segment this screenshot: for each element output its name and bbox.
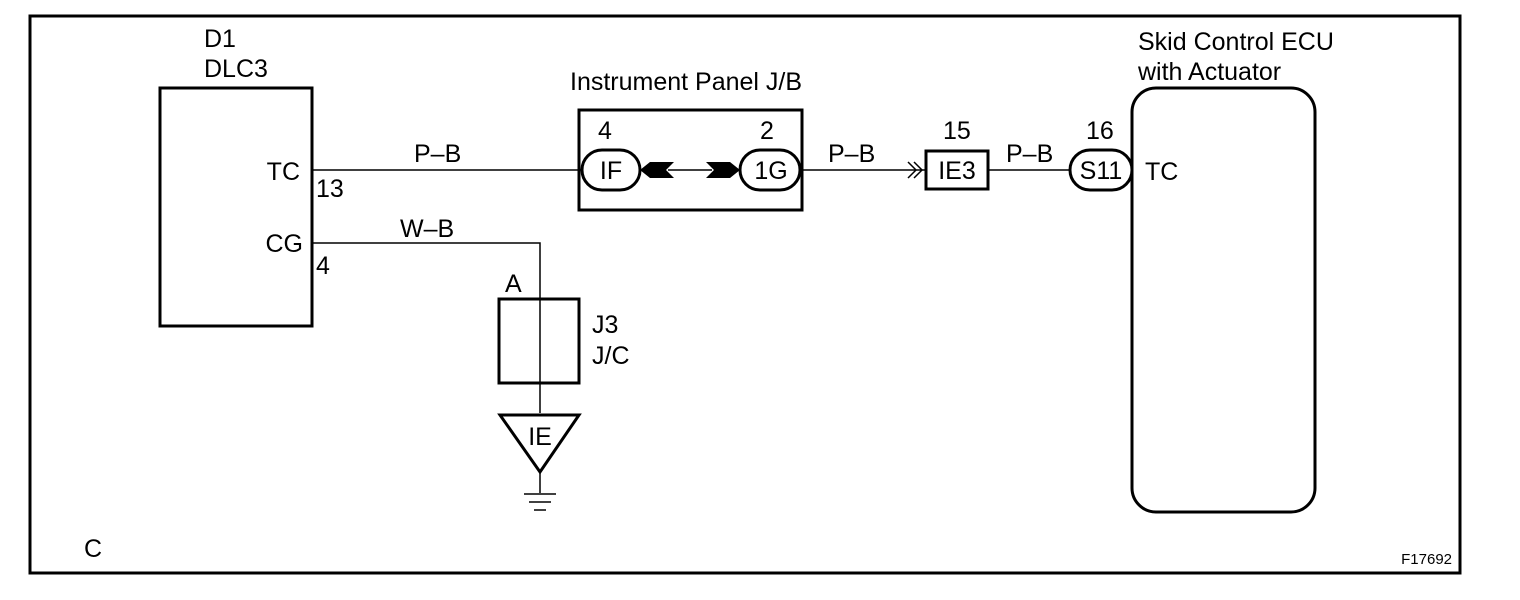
inline-connector-mark-icon-2 <box>913 161 924 179</box>
jb-inner-left-connector-icon <box>640 162 674 178</box>
wire-cg-color: W–B <box>400 215 454 243</box>
instrument-panel-title: Instrument Panel J/B <box>570 68 802 96</box>
dlc3-pin-tc: TC <box>267 158 300 186</box>
ecu-title-line2: with Actuator <box>1137 58 1281 86</box>
junction-pin: A <box>505 270 522 298</box>
connector-s11-label: S11 <box>1080 157 1123 185</box>
corner-label: C <box>84 535 102 563</box>
dlc3-pin-tc-number: 13 <box>316 175 344 203</box>
diagram-frame <box>28 14 1462 575</box>
if-pin-number: 4 <box>598 117 612 145</box>
jb-inner-right-connector-icon <box>706 162 740 178</box>
ecu-pin-tc: TC <box>1145 158 1178 186</box>
figure-id: F17692 <box>1401 551 1452 568</box>
dlc3-ref: D1 <box>204 25 236 53</box>
wire-tc-color-mid: P–B <box>828 140 875 168</box>
ground-point-triangle <box>497 413 582 475</box>
dlc3-pin-cg-number: 4 <box>316 252 330 280</box>
ie3-pin-number: 15 <box>943 117 971 145</box>
1g-pin-number: 2 <box>760 117 774 145</box>
ground-point-label: IE <box>528 423 552 451</box>
connector-if-label: IF <box>600 157 622 185</box>
s11-pin-number: 16 <box>1086 117 1114 145</box>
junction-connector-box <box>497 297 581 385</box>
dlc3-pin-cg: CG <box>266 230 304 258</box>
junction-ref: J3 <box>592 311 618 339</box>
connector-ie3-label: IE3 <box>938 157 976 185</box>
wire-tc-color-left: P–B <box>414 140 461 168</box>
wire-tc-color-right: P–B <box>1006 140 1053 168</box>
dlc3-box <box>158 86 314 328</box>
wire-cg <box>312 242 541 413</box>
ecu-title-line1: Skid Control ECU <box>1138 28 1334 56</box>
connector-1g-label: 1G <box>754 157 787 185</box>
connector-ie3 <box>924 149 990 191</box>
dlc3-name: DLC3 <box>204 55 268 83</box>
junction-type: J/C <box>592 342 630 370</box>
ecu-box <box>1130 86 1317 514</box>
instrument-panel-box <box>577 108 804 212</box>
inline-connector-mark-icon <box>907 161 918 179</box>
